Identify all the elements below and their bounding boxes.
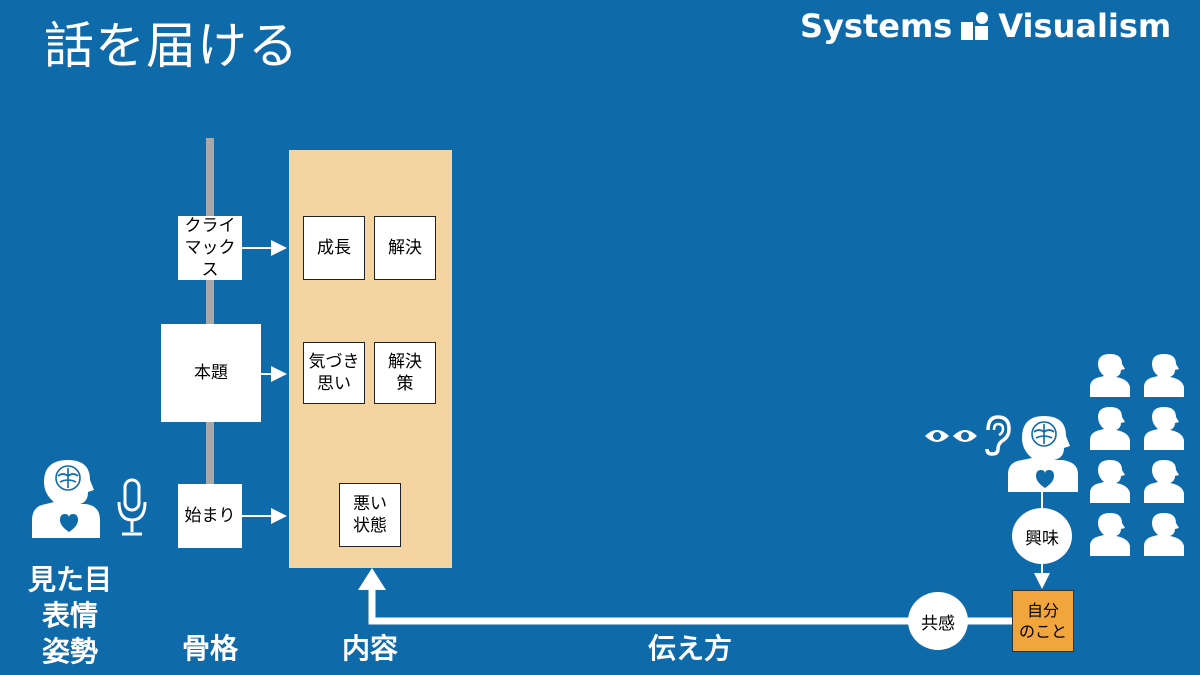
eye-icon	[925, 430, 949, 442]
audience-person-icon	[1144, 407, 1184, 450]
skeleton-main-box: 本題	[161, 324, 261, 422]
content-bad-state-box: 悪い 状態	[339, 483, 401, 547]
label-skeleton: 骨格	[181, 632, 238, 665]
ear-icon	[985, 415, 1011, 456]
empathy-circle: 共感	[908, 592, 968, 650]
audience-person-icon	[1144, 460, 1184, 503]
audience-person-icon	[1144, 354, 1184, 397]
skeleton-climax-box: クライ マックス	[178, 216, 242, 280]
brand-logo: Systems Visualism	[800, 6, 1171, 46]
delivery-arrowhead	[358, 568, 386, 590]
audience-person-icon	[1144, 513, 1184, 556]
logo-text-left: Systems	[800, 7, 953, 45]
content-solution-box: 解決 策	[374, 342, 436, 404]
audience-person-icon	[1090, 407, 1130, 450]
content-resolution-box: 解決	[374, 216, 436, 280]
label-content: 内容	[341, 632, 398, 665]
audience-person-icon	[1090, 513, 1130, 556]
audience-grid	[1088, 353, 1198, 558]
eye-icon	[953, 430, 977, 442]
skeleton-start-box: 始まり	[178, 484, 242, 548]
content-awareness-box: 気づき 思い	[303, 342, 365, 404]
audience-person-icon	[1090, 354, 1130, 397]
page-title: 話を届ける	[44, 17, 299, 75]
systems-visualism-icon	[961, 12, 989, 40]
content-growth-box: 成長	[303, 216, 365, 280]
label-delivery: 伝え方	[647, 632, 732, 665]
microphone-icon	[117, 478, 147, 536]
audience-person-icon	[1090, 460, 1130, 503]
personal-box: 自分 のこと	[1012, 590, 1074, 652]
logo-text-right: Visualism	[998, 7, 1172, 45]
interest-circle: 興味	[1012, 508, 1072, 564]
delivery-path	[368, 588, 1012, 625]
listener-head-icon	[1008, 416, 1078, 492]
speaker-head-icon	[32, 460, 100, 538]
label-appearance: 見た目 表情 姿勢	[27, 563, 112, 668]
